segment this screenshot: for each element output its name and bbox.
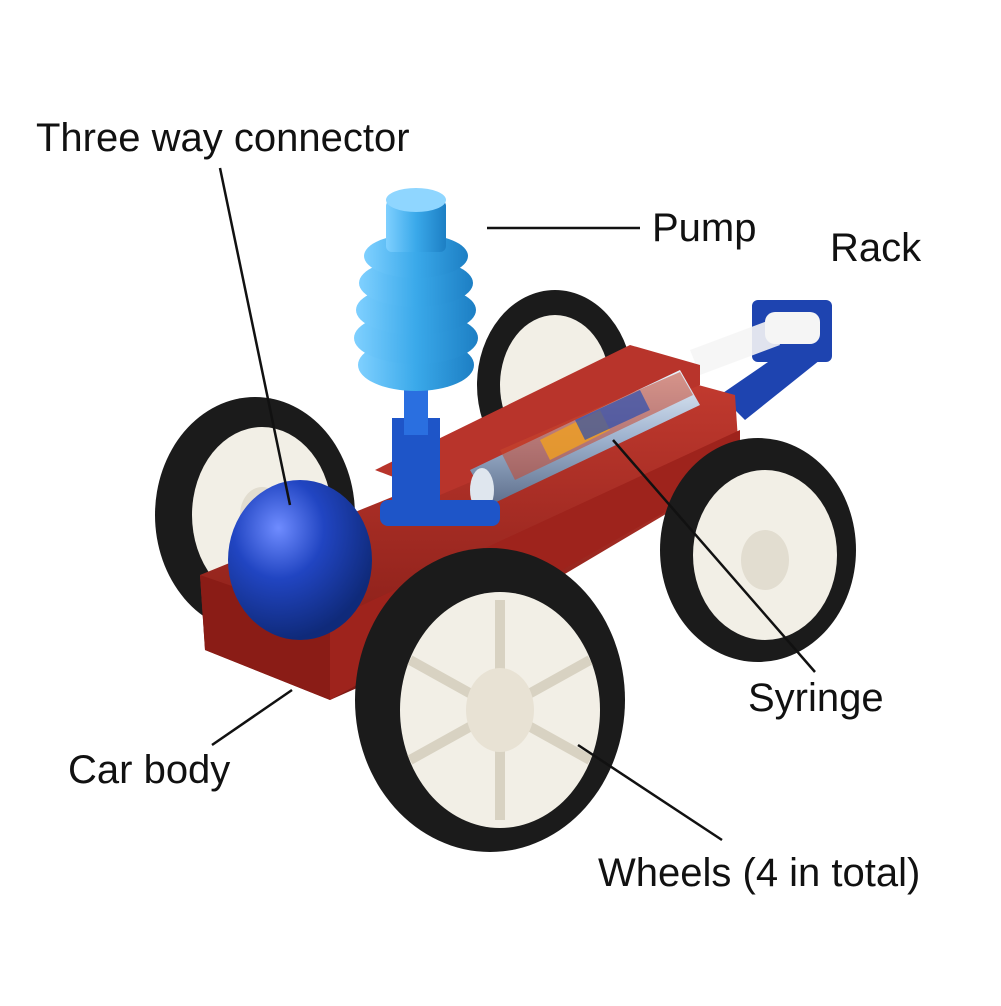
leader-line-wheels [577,743,723,842]
pump [354,188,478,508]
rack [690,300,832,420]
label-rack: Rack [830,226,922,270]
leader-line-connector [218,167,292,506]
leader-lines [211,167,816,842]
wheel-front-left [355,548,625,852]
three-way-connector [228,480,500,640]
label-wheels: Wheels (4 in total) [598,851,921,895]
label-car-body: Car body [68,748,231,792]
leader-line-car-body [211,688,293,747]
label-pump: Pump [652,206,757,250]
leader-line-syringe [612,439,816,673]
label-three-way-connector: Three way connector [36,116,410,160]
label-syringe: Syringe [748,676,884,720]
wheel-front-right [660,438,856,662]
